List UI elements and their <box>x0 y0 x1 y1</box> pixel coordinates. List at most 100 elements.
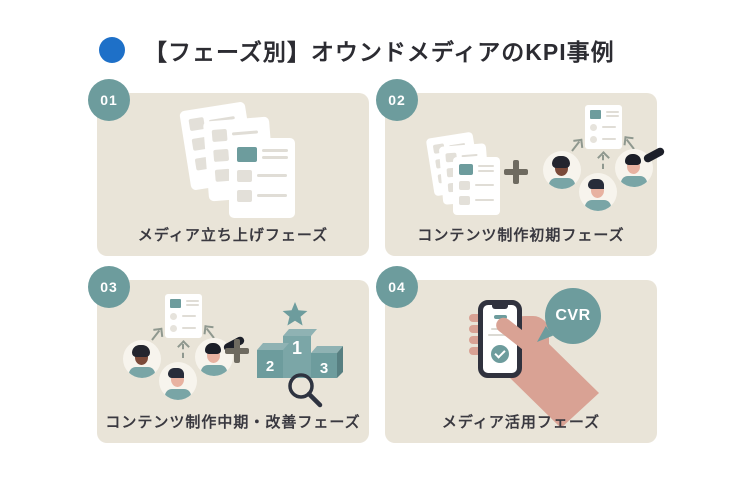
forearm <box>507 340 599 428</box>
doc-row <box>237 170 287 182</box>
doc-thumbnail-block <box>211 128 228 143</box>
plus-icon <box>504 160 528 184</box>
card-label: コンテンツ制作中期・改善フェーズ <box>105 414 361 431</box>
phase-01-badge: 01 <box>88 79 130 121</box>
up-left-arrow-icon <box>205 327 215 339</box>
card-illustration: CVR <box>385 280 657 430</box>
doc-row <box>459 164 494 175</box>
doc-row <box>237 147 288 162</box>
doc-teal-block <box>237 147 257 162</box>
rank-3-label: 3 <box>320 360 328 377</box>
avatar-hair <box>132 345 150 357</box>
avatar-shirt <box>585 200 611 211</box>
document-front-icon <box>229 138 295 218</box>
doc-text-line <box>257 194 287 197</box>
doc-thumbnail-block <box>459 196 470 205</box>
cvr-speech-bubble: CVR <box>545 288 601 344</box>
writer-avatar-icon <box>543 151 581 189</box>
doc-avatar-dot <box>590 124 597 131</box>
up-arrow-icon <box>182 344 184 358</box>
doc-row <box>170 325 197 332</box>
avatar-hair <box>625 154 641 165</box>
writer-avatar-icon <box>579 173 617 211</box>
writers-group-icon <box>543 105 666 223</box>
doc-teal-block <box>459 164 473 175</box>
doc-teal-block <box>170 299 181 308</box>
ranking-podium-icon: 1 2 3 <box>257 302 343 408</box>
doc-row <box>170 299 199 308</box>
card-illustration <box>385 93 666 243</box>
card-label: メディア立ち上げフェーズ <box>137 227 329 244</box>
card-phase-03: 03 <box>88 266 369 443</box>
doc-row <box>590 136 617 143</box>
doc-row <box>170 313 197 320</box>
page-title: 【フェーズ別】オウンドメディアのKPI事例 <box>144 39 615 65</box>
avatar-shirt <box>129 367 155 378</box>
document-front-icon <box>453 157 500 215</box>
avatar-hair <box>588 179 604 189</box>
phase-03-badge: 03 <box>88 266 130 308</box>
doc-text-line <box>231 130 259 136</box>
up-left-arrow-icon <box>625 138 635 150</box>
writers-group-icon <box>123 294 246 412</box>
cvr-label: CVR <box>555 307 591 324</box>
screen-text-line <box>488 334 512 336</box>
card-label: コンテンツ制作初期フェーズ <box>417 227 625 244</box>
doc-thumbnail-block <box>459 181 470 190</box>
article-document-icon <box>585 105 622 149</box>
magnifier-icon <box>288 373 323 408</box>
thumb-icon <box>496 317 538 354</box>
bullet-dot-icon <box>99 37 125 63</box>
star-icon <box>282 302 308 326</box>
phase-04-badge: 04 <box>376 266 418 308</box>
doc-avatar-dot <box>170 325 177 332</box>
card-label: メディア活用フェーズ <box>441 414 601 431</box>
doc-text-lines <box>478 164 494 172</box>
doc-row <box>590 110 619 119</box>
writer-avatar-icon <box>159 362 197 400</box>
avatar-hair <box>205 343 221 354</box>
doc-row <box>459 196 494 205</box>
up-arrow-icon <box>602 155 604 169</box>
doc-text-line <box>257 174 287 177</box>
podium-blocks <box>257 329 343 378</box>
badge-number: 02 <box>388 92 406 108</box>
doc-avatar-dot <box>590 136 597 143</box>
writer-avatar-icon <box>123 340 161 378</box>
doc-teal-block <box>590 110 601 119</box>
screen-title-line <box>493 315 507 319</box>
article-document-icon <box>165 294 202 338</box>
card-phase-01: 01 メディア立ち上げフェーズ <box>88 79 369 256</box>
avatar-hair <box>168 368 184 378</box>
up-right-arrow-icon <box>571 140 581 152</box>
doc-thumbnail-block <box>213 148 230 162</box>
doc-text-lines <box>606 110 619 117</box>
doc-text-line <box>182 327 196 329</box>
avatar-shirt <box>621 176 647 187</box>
doc-text-line <box>182 315 196 317</box>
badge-number: 03 <box>100 279 118 295</box>
ponytail-hair <box>642 146 666 164</box>
doc-text-lines <box>262 147 288 159</box>
badge-number: 01 <box>100 92 118 108</box>
doc-text-lines <box>186 299 199 306</box>
doc-text-line <box>602 126 616 128</box>
check-circle-icon <box>491 345 509 363</box>
doc-text-line <box>475 184 494 186</box>
phase-02-badge: 02 <box>376 79 418 121</box>
avatar-shirt <box>165 389 191 400</box>
card-phase-02: 02 <box>376 79 666 256</box>
doc-thumbnail-block <box>237 170 252 182</box>
rank-1-label: 1 <box>292 338 302 358</box>
up-right-arrow-icon <box>151 329 161 341</box>
badge-number: 04 <box>388 279 406 295</box>
plus-icon <box>225 339 249 363</box>
card-phase-04: 04 CVR メディア活用フェーズ <box>376 266 657 443</box>
document-stack-icon <box>97 93 369 243</box>
avatar-shirt <box>549 178 575 189</box>
doc-row <box>237 190 287 202</box>
doc-thumbnail-block <box>237 190 252 202</box>
doc-avatar-dot <box>170 313 177 320</box>
doc-text-line <box>602 138 616 140</box>
doc-row <box>459 181 494 190</box>
